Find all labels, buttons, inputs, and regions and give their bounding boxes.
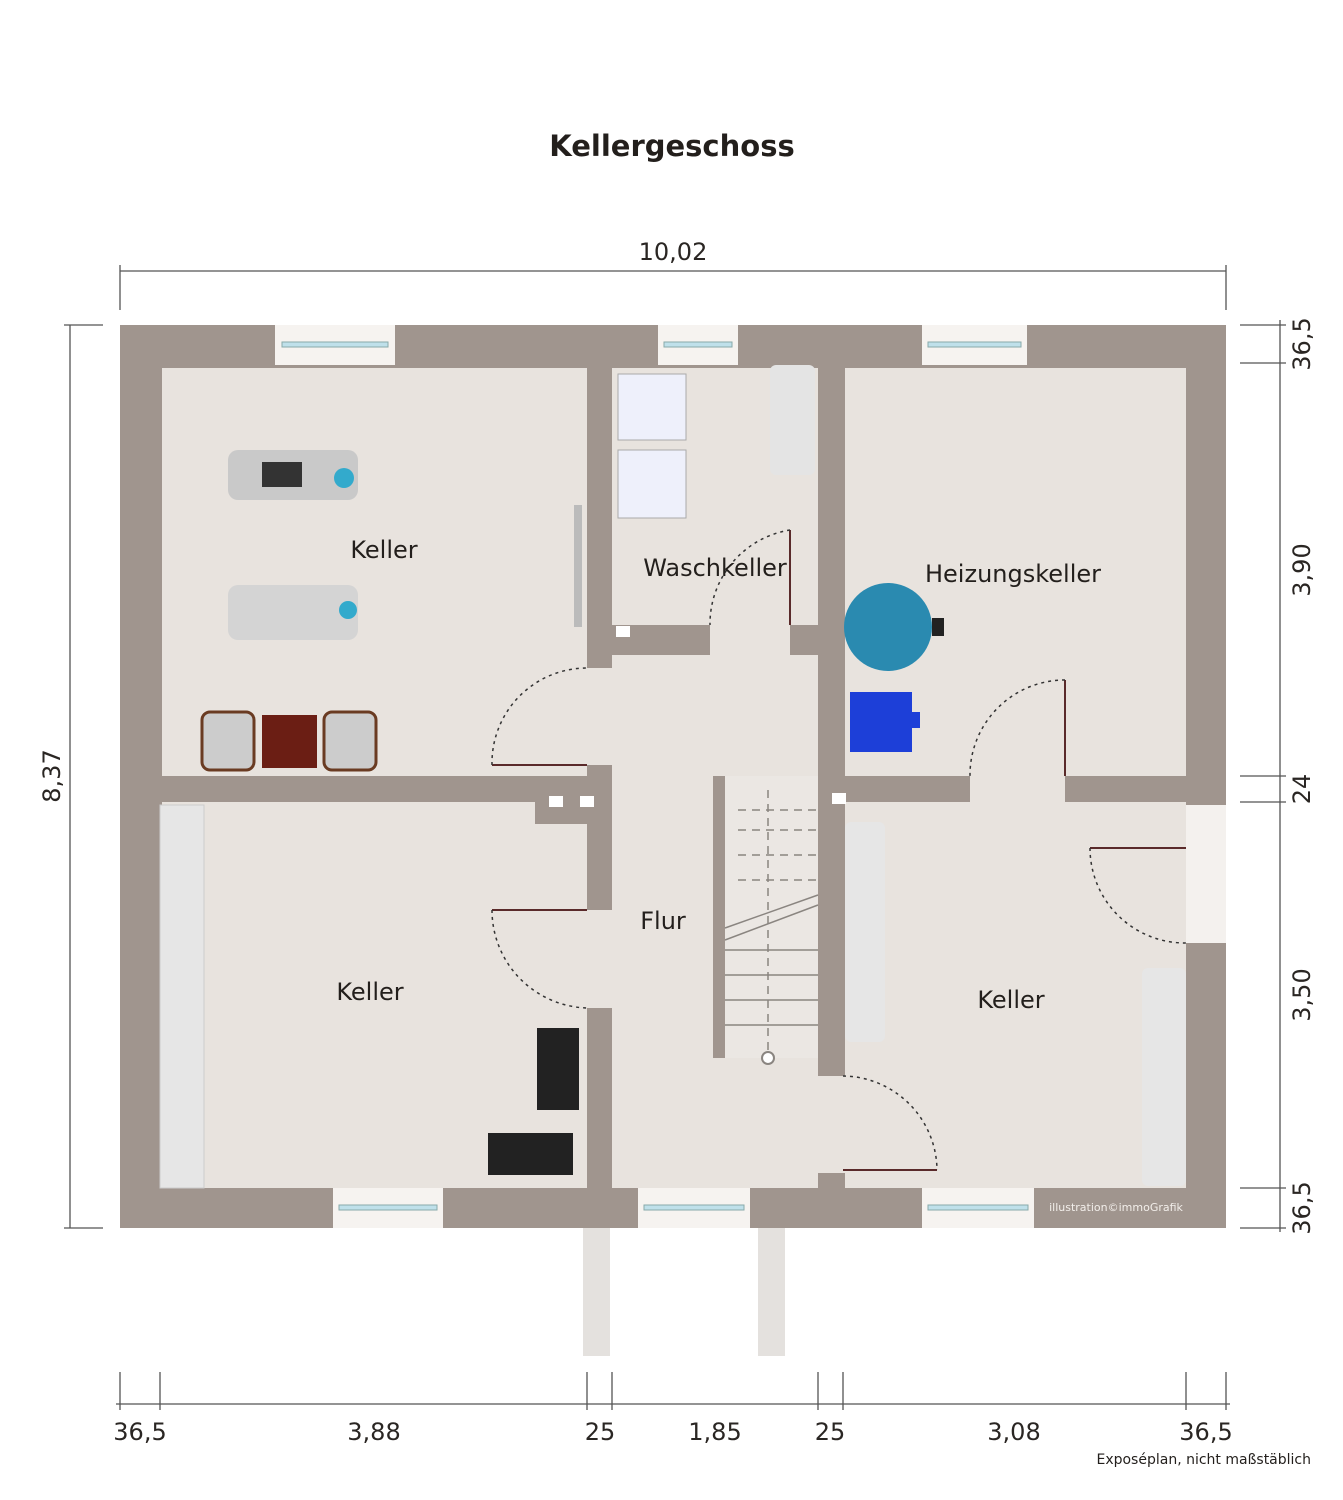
interior-walls bbox=[535, 625, 970, 824]
room-label-heizungskeller: Heizungskeller bbox=[925, 560, 1101, 588]
pier-left bbox=[583, 1228, 610, 1356]
room-label-flur: Flur bbox=[640, 907, 686, 935]
watermark: illustration©immoGrafik bbox=[1049, 1201, 1183, 1214]
dim-top: 10,02 bbox=[639, 238, 708, 266]
dim-bottom: 1,85 bbox=[688, 1418, 741, 1446]
dim-right: 36,5 bbox=[1288, 1181, 1316, 1234]
staircase bbox=[713, 776, 819, 1065]
room-label-waschkeller: Waschkeller bbox=[643, 554, 787, 582]
furniture bbox=[159, 365, 1186, 1189]
disclaimer-note: Exposéplan, nicht maßstäblich bbox=[1096, 1452, 1311, 1468]
dim-bottom: 3,88 bbox=[347, 1418, 400, 1446]
dim-right: 24 bbox=[1288, 774, 1316, 805]
dim-right: 3,90 bbox=[1288, 543, 1316, 596]
dim-bottom: 25 bbox=[815, 1418, 846, 1446]
dim-bottom: 25 bbox=[585, 1418, 616, 1446]
shafts bbox=[549, 626, 846, 807]
dim-right: 3,50 bbox=[1288, 968, 1316, 1021]
plan-title: Kellergeschoss bbox=[549, 129, 794, 163]
room-label-keller-br: Keller bbox=[977, 986, 1044, 1014]
dim-bottom: 36,5 bbox=[113, 1418, 166, 1446]
room-label-keller-tl: Keller bbox=[350, 536, 417, 564]
dim-left: 8,37 bbox=[38, 749, 66, 802]
dimension-lines bbox=[64, 265, 1286, 1410]
dim-right: 36,5 bbox=[1288, 317, 1316, 370]
room-label-keller-bl: Keller bbox=[336, 978, 403, 1006]
dim-bottom: 3,08 bbox=[987, 1418, 1040, 1446]
pier-right bbox=[758, 1228, 785, 1356]
dim-bottom: 36,5 bbox=[1179, 1418, 1232, 1446]
floors bbox=[162, 368, 1226, 1188]
windows bbox=[275, 325, 1034, 1228]
